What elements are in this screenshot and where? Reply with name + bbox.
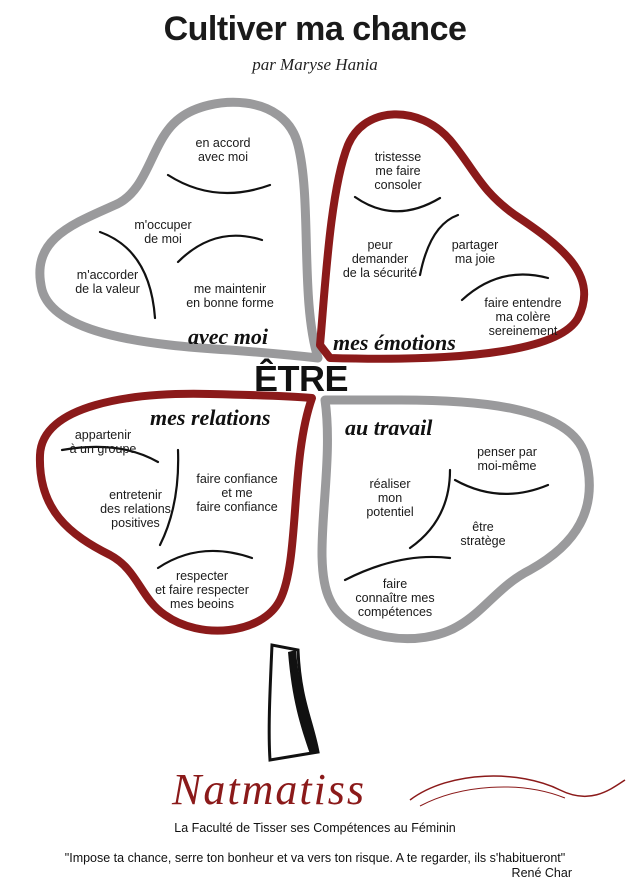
leaf-top-right-outline (316, 110, 589, 363)
brand-tagline: La Faculté de Tisser ses Compétences au … (174, 821, 456, 835)
label-penser-par: penser par moi-même (477, 445, 537, 473)
label-partager: partager ma joie (451, 238, 499, 266)
label-faire-confiance: faire confiance et me faire confiance (196, 472, 278, 514)
leaf-top-left-outline (35, 97, 323, 363)
leaf-curves (60, 173, 550, 582)
label-etre-stratege: être stratège (460, 520, 506, 548)
leaf-bottom-left-outline (35, 389, 316, 635)
leaf-bottom-right-outline (317, 395, 594, 644)
brand-swirl (409, 775, 626, 801)
quote-text: "Impose ta chance, serre ton bonheur et … (64, 851, 566, 865)
leaf-name-au-travail: au travail (345, 415, 433, 440)
clover-stem-shade (288, 650, 318, 754)
label-faire-entendre: faire entendre ma colère sereinement (484, 296, 562, 338)
label-faire-connaitre: faire connaître mes compétences (355, 577, 435, 619)
label-realiser: réaliser mon potentiel (366, 477, 414, 519)
center-word: ÊTRE (254, 358, 349, 399)
quote-author: René Char (511, 866, 572, 880)
label-peur: peur demander de la sécurité (342, 238, 418, 280)
label-tristesse: tristesse me faire consoler (374, 150, 422, 192)
page-title: Cultiver ma chance (163, 10, 467, 48)
label-en-accord: en accord avec moi (195, 136, 251, 164)
label-respecter: respecter et faire respecter mes beoins (155, 569, 249, 611)
leaf-name-avec-moi: avec moi (188, 324, 269, 349)
label-appartenir: appartenir à un groupe (69, 428, 137, 456)
label-m-occuper: m'occuper de moi (134, 218, 192, 246)
author-line: par Maryse Hania (252, 55, 378, 74)
label-entretenir: entretenir des relations positives (100, 488, 171, 530)
label-me-maintenir: me maintenir en bonne forme (186, 282, 274, 310)
leaf-name-mes-relations: mes relations (150, 405, 271, 430)
leaf-name-mes-emotions: mes émotions (333, 330, 456, 355)
brand-logo: Natmatiss (172, 765, 367, 814)
label-m-accorder: m'accorder de la valeur (75, 268, 140, 296)
